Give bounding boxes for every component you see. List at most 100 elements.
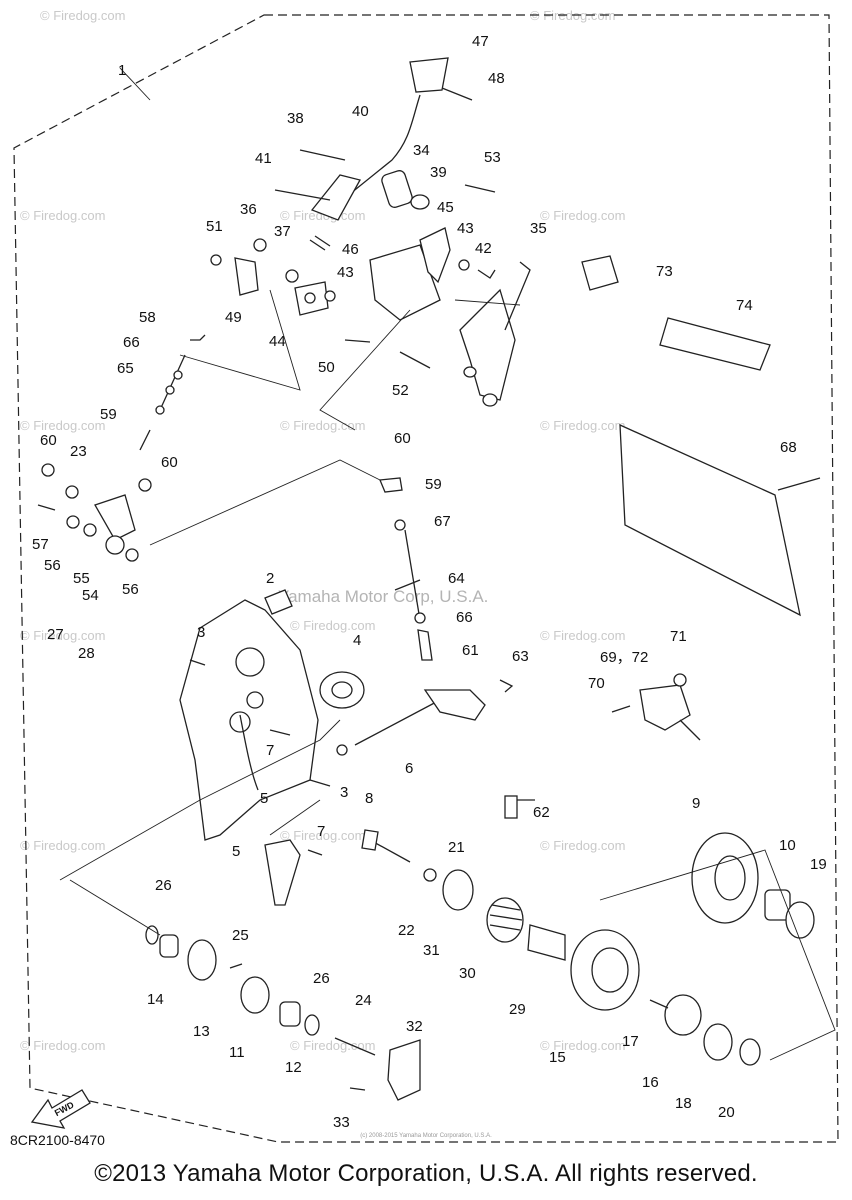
callout: 53 [484,149,501,166]
lever-bracket [459,288,516,401]
drive-assembly [69,829,836,1101]
tensioner-arm-lower [264,839,301,906]
shift-lever-rod [329,94,421,211]
callout: 69，72 [600,649,648,666]
callout: 20 [718,1104,735,1121]
callout: 28 [78,645,95,662]
callout: 11 [229,1044,245,1061]
callout: 45 [437,199,454,216]
collar [442,869,474,911]
callout: 36 [240,201,257,218]
callout: 5 [260,790,268,807]
callout: 2 [266,570,274,587]
watermark: © Firedog.com [280,828,365,843]
callout: 57 [32,536,49,553]
copyright-notice: ©2013 Yamaha Motor Corporation, U.S.A. A… [94,1160,758,1187]
watermark: © Firedog.com [290,618,375,633]
callout: 56 [122,581,139,598]
watermark: © Firedog.com [540,418,625,433]
callout: 41 [255,150,272,167]
bracket [387,1039,421,1101]
callout: 26 [155,877,172,894]
watermark: © Firedog.com [280,418,365,433]
callout: 30 [459,965,476,982]
fwd-arrow: FWD [30,1089,91,1129]
callout: 59 [425,476,442,493]
shift-lever-assembly [179,57,531,431]
callout: 6 [405,760,413,777]
watermark: © Firedog.com [540,838,625,853]
watermark: © Firedog.com [20,208,105,223]
callout: 1 [118,62,126,79]
callout: 38 [287,110,304,127]
callout: 3 [197,624,205,641]
callout: 74 [736,297,753,314]
callout: 8 [365,790,373,807]
gear [187,939,217,981]
shift-knob [409,57,449,93]
callout: 61 [462,642,479,659]
callout: 58 [139,309,156,326]
shift-shaft [354,679,535,819]
callout: 17 [622,1033,639,1050]
callout: 13 [193,1023,210,1040]
callout: 63 [512,648,529,665]
callout: 24 [355,992,372,1009]
fine-print: (c) 2008-2015 Yamaha Motor Corporation, … [360,1133,492,1139]
watermark-layer: © Firedog.com © Firedog.com © Firedog.co… [20,8,625,1053]
callout: 51 [206,218,223,235]
callout: 3 [340,784,348,801]
callout: 16 [642,1074,659,1091]
right-side-parts [581,255,821,741]
tensioner-arm [239,714,259,791]
watermark: © Firedog.com [20,1038,105,1053]
callout: 43 [337,264,354,281]
chain-case [59,589,365,906]
callout: 35 [530,220,547,237]
watermark: © Firedog.com [20,418,105,433]
assembly-outline [13,14,839,1143]
brand-watermark: Yamaha Motor Corp, U.S.A. [278,587,488,606]
rod-end [190,334,206,341]
decal [659,317,771,371]
callout: 12 [285,1059,302,1076]
callout: 4 [353,632,361,649]
callout: 49 [225,309,242,326]
callout: 60 [40,432,57,449]
shift-arm [369,244,441,321]
callout: 21 [448,839,465,856]
callout: 22 [398,922,415,939]
watermark: © Firedog.com [40,8,125,23]
callout: 39 [430,164,447,181]
bushing [381,170,413,208]
callout: 25 [232,927,249,944]
callout: 33 [333,1114,350,1131]
callout: 62 [533,804,550,821]
callout: 15 [549,1049,566,1066]
callout: 65 [117,360,134,377]
callout: 10 [779,837,796,854]
callout: 56 [44,557,61,574]
link-lever [94,494,136,541]
switch [639,684,691,731]
callout: 14 [147,991,164,1008]
callout: 54 [82,587,99,604]
linkage [37,334,433,661]
callout: 34 [413,142,430,159]
callout: 31 [423,942,440,959]
stopper-bracket [234,257,259,296]
watermark: © Firedog.com [540,1038,625,1053]
parts-diagram: © Firedog.com © Firedog.com © Firedog.co… [13,8,839,1143]
leader-line [119,67,151,101]
callout: 32 [406,1018,423,1035]
callout: 7 [317,823,325,840]
callout: 7 [266,742,274,759]
callout: 50 [318,359,335,376]
callout: 46 [342,241,359,258]
callout: 29 [509,1001,526,1018]
callout: 73 [656,263,673,280]
callout: 47 [472,33,489,50]
callout: 67 [434,513,451,530]
callout: 23 [70,443,87,460]
callout: 48 [488,70,505,87]
